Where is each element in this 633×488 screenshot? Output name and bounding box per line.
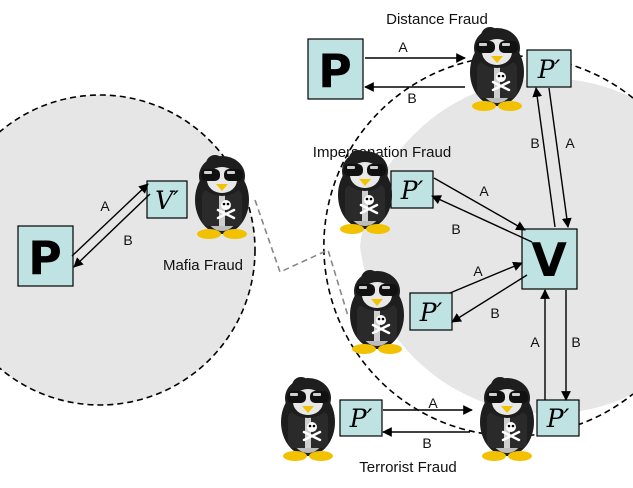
edge-label-b: B [490,305,499,321]
svg-text:P′: P′ [546,404,570,433]
edge-label-a: A [100,198,110,214]
svg-text:P′: P′ [400,176,424,205]
edge-label-a: A [428,395,438,411]
edge-label-a: A [398,39,408,55]
mafia-region [0,94,256,406]
verifier-box: V [521,228,578,290]
edge-label-b: B [123,232,132,248]
svg-text:P′: P′ [349,404,373,433]
terrorist-fraud-label: Terrorist Fraud [359,459,457,476]
mafia-fraud-label: Mafia Fraud [163,257,243,274]
edge-label-a: A [473,263,483,279]
edge-label-b: B [422,435,431,451]
impersonation-fraud-label: Impersonation Fraud [313,144,451,161]
edge-distance-verifier-a [548,87,572,228]
svg-text:V′: V′ [155,186,179,215]
penguin-pirate-icon-terrorist-right [478,375,536,463]
svg-text:P: P [28,231,62,285]
prover-prime-box-terrorist-left: P′ [339,399,383,437]
edge-label-a: A [479,183,489,199]
edge-impersonation-b [431,195,533,243]
edge-label-a: A [565,135,575,151]
prover-prime-box-terrorist-right: P′ [536,399,580,437]
edge-mafia-a [71,183,149,257]
verifier-prime-box: V′ [146,180,188,219]
svg-text:P: P [318,44,352,98]
edge-label-b: B [571,334,580,350]
edge-mafia-verifier-b [451,274,528,323]
edge-label-b: B [451,221,460,237]
edge-label-b: B [407,90,416,106]
relay-link [254,199,349,317]
edge-mafia-verifier-a [449,261,523,294]
edge-label-b: B [530,135,539,151]
prover-box-mafia: P [17,225,74,287]
prover-box-distance: P [307,38,364,100]
distance-fraud-label: Distance Fraud [386,11,488,28]
edge-distance-verifier-b [532,87,556,228]
distance-region [360,78,633,414]
penguin-pirate-icon-mafia-right [348,268,406,356]
edge-impersonation-a [433,177,526,231]
svg-text:V: V [531,233,567,287]
prover-prime-box-distance: P′ [526,49,572,88]
edge-mafia-b [73,193,151,268]
svg-text:P′: P′ [419,298,443,327]
svg-text:P′: P′ [537,55,561,84]
prover-prime-box-mafia: P′ [409,292,453,331]
prover-prime-box-impersonation: P′ [390,170,434,209]
penguin-pirate-icon-terrorist-left [279,375,337,463]
edge-label-a: A [530,334,540,350]
